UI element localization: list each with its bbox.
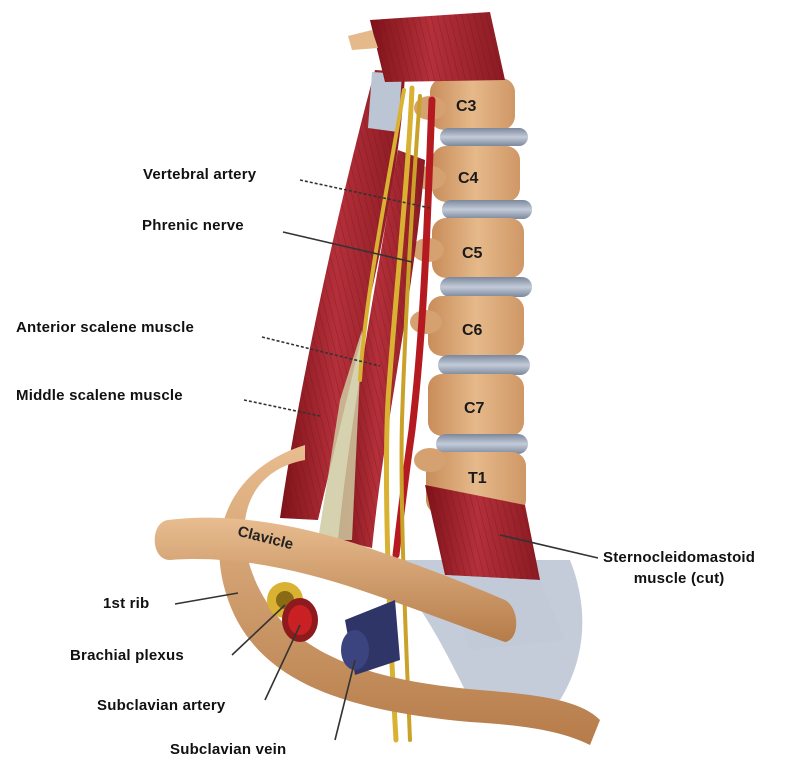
subclavian-artery-lumen: [288, 605, 312, 635]
disc-c7-t1: [436, 434, 528, 454]
label-sternocleidomastoid-line1: Sternocleidomastoid: [603, 547, 755, 568]
vertebra-label-c5: C5: [462, 245, 482, 263]
transverse-process: [410, 310, 442, 334]
vertebra-label-t1: T1: [468, 470, 487, 488]
disc-c3-c4: [440, 128, 528, 146]
label-sternocleidomastoid-line2: muscle (cut): [603, 568, 755, 589]
label-subclavian-artery: Subclavian artery: [97, 697, 225, 714]
vertebra-label-c6: C6: [462, 322, 482, 340]
disc-c4-c5: [442, 200, 532, 219]
label-brachial-plexus: Brachial plexus: [70, 647, 184, 664]
label-vertebral-artery: Vertebral artery: [143, 166, 256, 183]
label-anterior-scalene: Anterior scalene muscle: [16, 319, 194, 336]
vertebra-label-c7: C7: [464, 400, 484, 418]
label-subclavian-vein: Subclavian vein: [170, 741, 286, 758]
disc-c5-c6: [440, 277, 532, 297]
upper-muscle-fibers: [370, 12, 505, 82]
label-first-rib: 1st rib: [103, 595, 149, 612]
transverse-process: [414, 448, 446, 472]
disc-c6-c7: [438, 355, 530, 375]
vertebra-label-c4: C4: [458, 170, 478, 188]
label-middle-scalene: Middle scalene muscle: [16, 387, 183, 404]
label-sternocleidomastoid: Sternocleidomastoid muscle (cut): [603, 547, 755, 589]
subclavian-vein-lumen: [341, 630, 369, 670]
label-phrenic-nerve: Phrenic nerve: [142, 217, 244, 234]
vertebra-label-c3: C3: [456, 98, 476, 116]
